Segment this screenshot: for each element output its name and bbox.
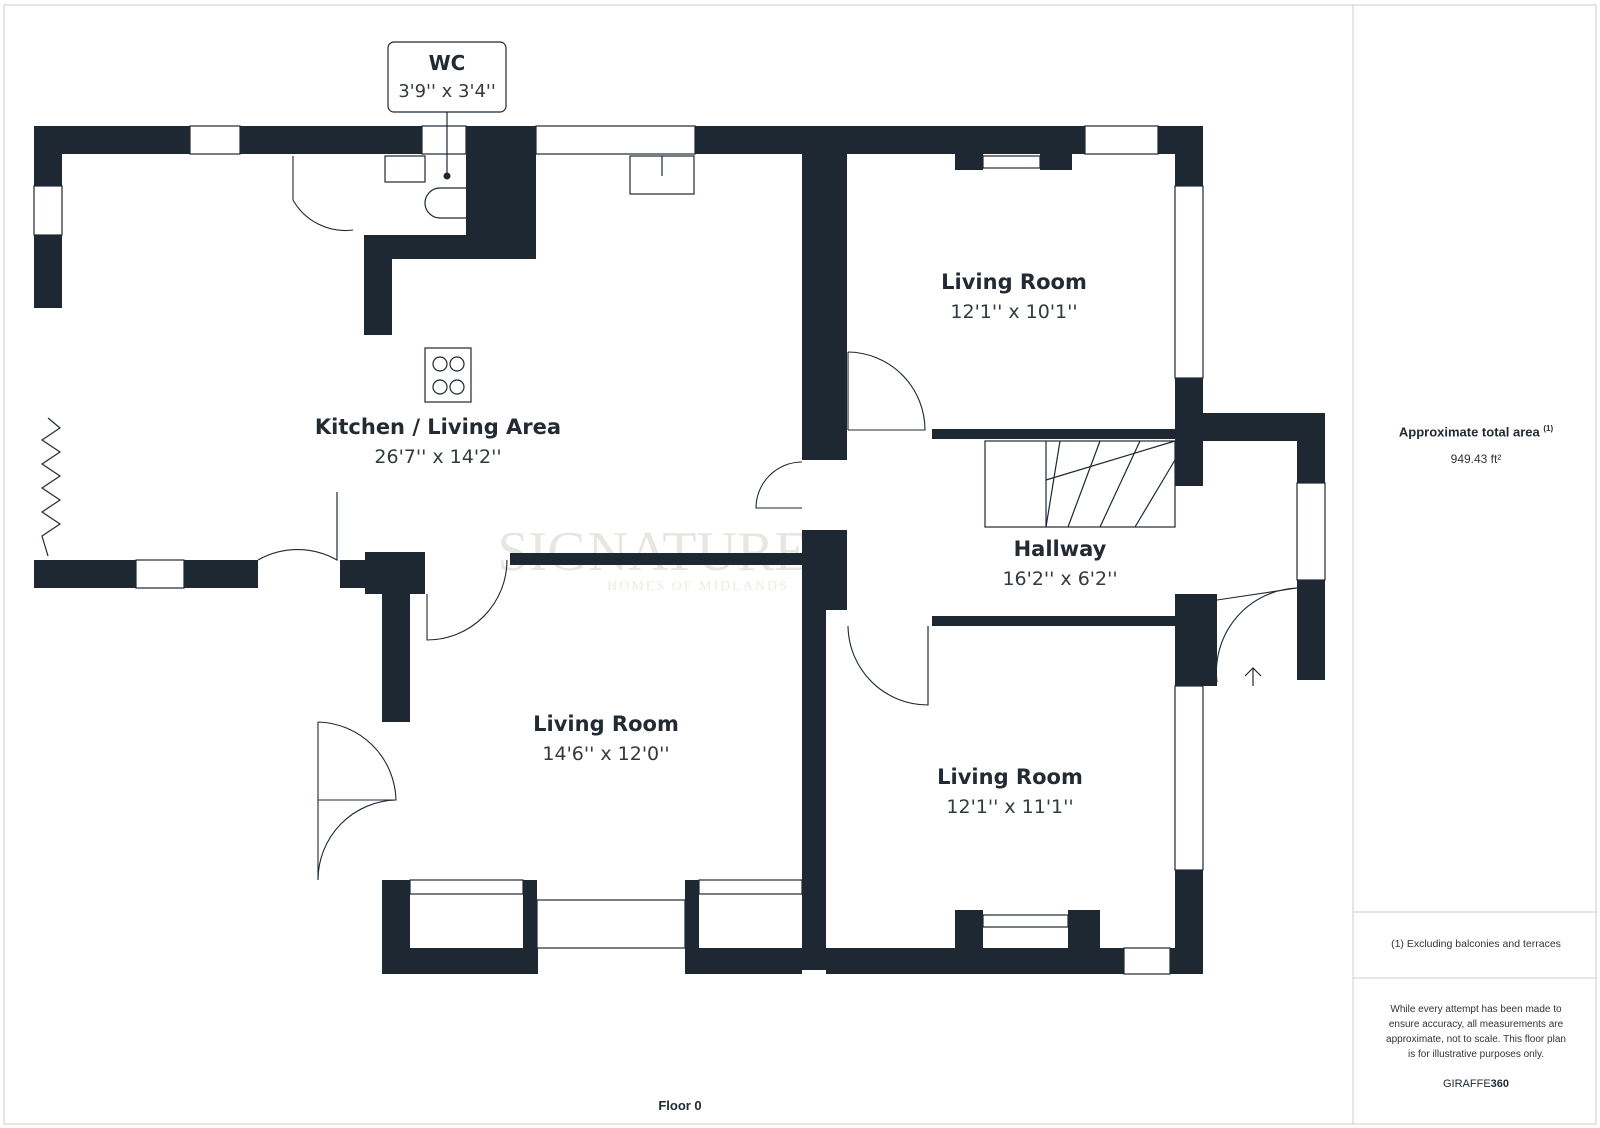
- staircase: [984, 440, 1176, 528]
- hob-ring-1: [432, 356, 448, 372]
- wall-left-1: [34, 126, 62, 186]
- wall-center-mid: [802, 530, 847, 610]
- wall-kitchen-bottom-1: [34, 560, 136, 588]
- wall-bottom-right: [826, 948, 1124, 974]
- window-living-top: [1084, 125, 1159, 155]
- info-panel: Approximate total area (1) 949.43 ft² (1…: [1353, 0, 1599, 1128]
- wall-center-lower: [802, 610, 826, 970]
- wall-left-2: [34, 235, 62, 308]
- window-kitchen-top: [189, 125, 241, 155]
- wall-kitchen-bottom-2: [184, 560, 258, 588]
- window-kitchen-bottom: [135, 559, 185, 589]
- walls: [34, 126, 1325, 974]
- window-living-right: [1174, 185, 1204, 379]
- wall-top-2: [240, 126, 422, 154]
- door-hall-kitchen: [755, 461, 803, 509]
- brand-suffix: 360: [1490, 1078, 1510, 1090]
- hallway-dims: 16'2'' x 6'2'': [1002, 568, 1117, 590]
- wall-kitchen-divider: [510, 553, 802, 565]
- wc-label-dot: [443, 172, 451, 180]
- wall-bay-left: [523, 880, 537, 974]
- chimney-top-left: [955, 140, 983, 170]
- window-wc: [421, 125, 467, 155]
- hob-ring-3: [432, 379, 448, 395]
- wall-bottom-left: [382, 948, 538, 974]
- hallway-name: Hallway: [1014, 537, 1107, 561]
- living-bottom-right-dims: 12'1'' x 11'1'': [946, 796, 1073, 818]
- wall-top-4: [695, 126, 1085, 154]
- area-title-text: Approximate total area: [1398, 424, 1540, 440]
- window-bay-left: [409, 879, 524, 895]
- wc-dims: 3'9'' x 3'4'': [398, 81, 496, 102]
- floor-label: Floor 0: [658, 1098, 702, 1113]
- bifold-door: [40, 417, 62, 557]
- kitchen-dims: 26'7'' x 14'2'': [374, 446, 501, 468]
- wc-name: WC: [429, 51, 466, 75]
- watermark: SIGNATURE. HOMES OF MIDLANDS: [497, 521, 822, 594]
- wall-wc-bottom: [364, 235, 536, 259]
- window-kitchen-top-2: [535, 125, 696, 155]
- wall-wc-right: [466, 126, 536, 244]
- kitchen-name: Kitchen / Living Area: [315, 415, 561, 439]
- window-bay-right: [698, 879, 803, 895]
- wc-basin: [384, 155, 426, 183]
- wall-hall-stub: [1175, 594, 1217, 686]
- entrance-arrow: [1244, 667, 1262, 686]
- door-living-french-2: [317, 799, 397, 881]
- brand-logo: GIRAFFE360: [1353, 1078, 1599, 1090]
- fixtures: [40, 155, 1176, 928]
- chimney-top-right: [1040, 140, 1072, 170]
- door-wc-kitchen: [292, 156, 354, 232]
- door-kitchen-exterior: [257, 492, 338, 561]
- area-title: Approximate total area (1): [1353, 424, 1599, 439]
- hob-ring-4: [449, 379, 465, 395]
- wall-bottom-mid: [698, 948, 802, 974]
- window-kitchen-left: [33, 185, 63, 236]
- brand-prefix: GIRAFFE: [1442, 1078, 1491, 1090]
- wall-right-1: [1175, 126, 1203, 186]
- wall-hall-bottom: [932, 616, 1175, 626]
- doors: [257, 156, 1298, 881]
- hob: [424, 347, 472, 403]
- watermark-sub: HOMES OF MIDLANDS: [607, 579, 789, 594]
- hob-ring-2: [449, 356, 465, 372]
- window-bay-center: [536, 899, 686, 949]
- disclaimer: While every attempt has been made to ens…: [1386, 1004, 1566, 1060]
- wall-porch-right-2: [1297, 580, 1325, 680]
- window-living-lower-right: [1174, 685, 1204, 871]
- living-top-right-dims: 12'1'' x 10'1'': [950, 301, 1077, 323]
- wall-porch-right-1: [1297, 413, 1325, 483]
- wall-hall-top: [932, 429, 1175, 439]
- fireplace-lower: [982, 914, 1069, 928]
- window-living-lower-bottom: [1123, 947, 1171, 975]
- page-border: [3, 4, 1597, 1125]
- window-porch: [1296, 482, 1326, 581]
- chimney-right: [1068, 910, 1100, 950]
- living-bottom-left-name: Living Room: [533, 712, 679, 736]
- door-hall-living: [847, 625, 929, 706]
- watermark-main: SIGNATURE.: [497, 521, 822, 583]
- area-footnote: (1) Excluding balconies and terraces: [1391, 938, 1561, 950]
- wall-living-left: [382, 560, 410, 722]
- wall-center-upper: [802, 126, 847, 460]
- wc-toilet: [424, 187, 476, 219]
- wall-bay-right: [685, 880, 699, 974]
- windows: [33, 125, 1326, 975]
- door-front: [1215, 587, 1298, 683]
- door-living-french-1: [317, 721, 397, 801]
- chimney-left: [955, 910, 983, 950]
- wall-bottom-right-2: [1170, 948, 1203, 974]
- door-living-top: [847, 351, 926, 431]
- living-top-right-name: Living Room: [941, 270, 1087, 294]
- living-bottom-left-dims: 14'6'' x 12'0'': [542, 743, 669, 765]
- door-kitchen-living: [426, 559, 508, 641]
- area-note-marker: (1): [1543, 424, 1554, 433]
- fireplace-upper: [982, 155, 1041, 169]
- living-bottom-right-name: Living Room: [937, 765, 1083, 789]
- area-value: 949.43 ft²: [1450, 452, 1502, 466]
